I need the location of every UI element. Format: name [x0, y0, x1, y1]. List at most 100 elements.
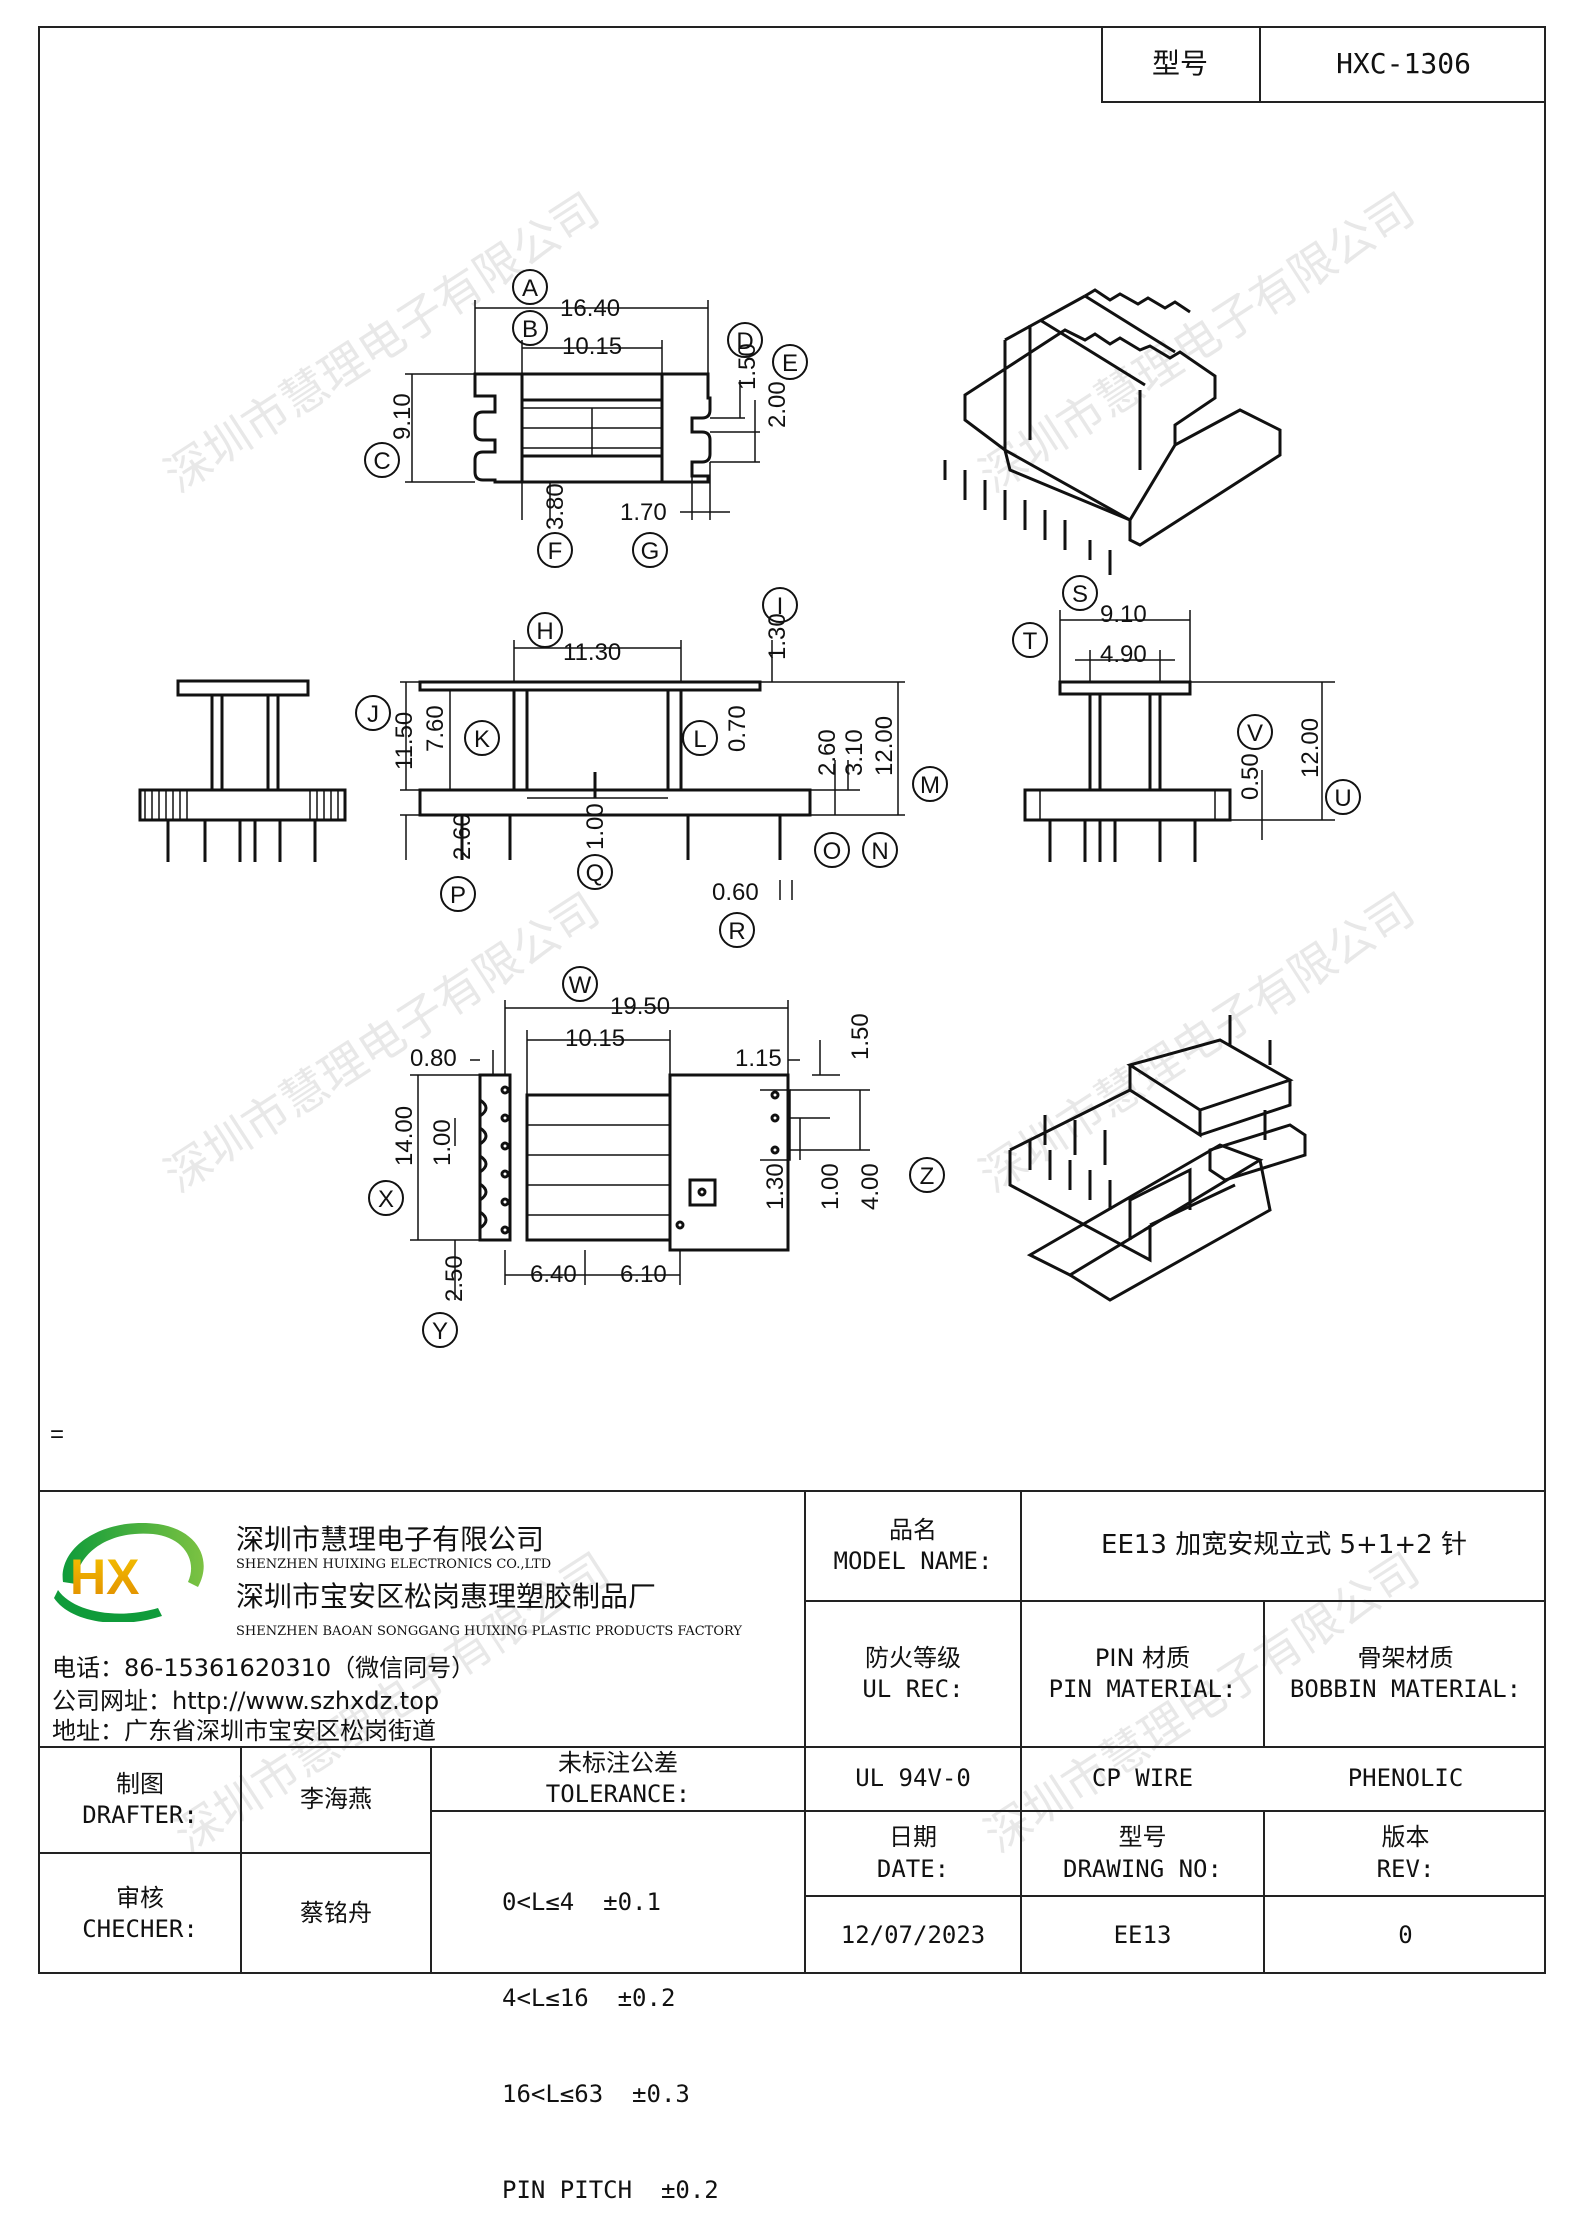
dim-P: 2.60	[449, 813, 476, 860]
svg-text:E: E	[782, 350, 798, 377]
pin-material-label: PIN 材质 PIN MATERIAL:	[1022, 1602, 1263, 1746]
side-view-right	[1023, 680, 1232, 862]
callout-P: P	[440, 876, 476, 912]
side-view-right-dims	[1059, 610, 1335, 840]
bobbin-drawing: 16.40 10.15 9.10 1.50 2.00 3.80 1.70 11.…	[50, 269, 1361, 1448]
bobbin-material-label-en: BOBBIN MATERIAL:	[1289, 1675, 1522, 1703]
dim-O: 2.60	[814, 729, 841, 776]
callout-A: A	[512, 269, 548, 305]
drawing-frame	[38, 26, 1546, 1974]
tb-h1	[804, 1600, 1546, 1602]
header-divider	[1259, 26, 1261, 103]
company-logo: HX	[54, 1522, 204, 1622]
callout-Y: Y	[422, 1312, 458, 1348]
tb-v-col3b	[1263, 1810, 1265, 1974]
tolerance-label-en: TOLERANCE:	[545, 1780, 691, 1808]
svg-text:V: V	[1247, 720, 1263, 747]
checker-label-en: CHECHER:	[82, 1915, 198, 1943]
company-name-en: SHENZHEN HUIXING ELECTRONICS CO.,LTD	[236, 1557, 552, 1572]
svg-text:J: J	[367, 701, 379, 728]
tolerance-label-cn: 未标注公差	[558, 1748, 678, 1777]
callout-R: R	[719, 912, 755, 948]
dim-bottom-left: 6.40	[530, 1261, 577, 1288]
dim-K: 7.60	[422, 705, 449, 752]
drawing-no-label-en: DRAWING NO:	[1063, 1854, 1222, 1883]
title-block-top-rule	[38, 1490, 1546, 1492]
tb-left-h3	[430, 1810, 804, 1812]
svg-text:L: L	[693, 726, 706, 753]
factory-name-cn: 深圳市宝安区松岗惠理塑胶制品厂	[236, 1580, 657, 1613]
callout-T: T	[1012, 622, 1048, 658]
tolerance-list: 0<L≤4 ±0.1 4<L≤16 ±0.2 16<L≤63 ±0.3 PIN …	[502, 1822, 719, 2238]
callout-E: E	[772, 344, 808, 380]
dim-A: 16.40	[560, 295, 620, 322]
dim-D: 1.50	[734, 343, 761, 390]
header-model-label: 型号	[1151, 47, 1208, 81]
iso-view-bottom	[1008, 1015, 1307, 1302]
callout-L: L	[682, 720, 718, 756]
rev-label-en: REV:	[1376, 1854, 1435, 1883]
svg-text:N: N	[871, 838, 888, 865]
tb-v-col3a	[1263, 1600, 1265, 1746]
header-model-value: HXC-1306	[1336, 47, 1471, 81]
drafter-value: 李海燕	[300, 1785, 372, 1814]
pin-material-label-cn: PIN 材质	[1094, 1643, 1191, 1672]
svg-text:P: P	[450, 882, 466, 909]
svg-text:K: K	[474, 726, 490, 753]
dim-W-inner: 10.15	[565, 1025, 625, 1052]
dim-W: 19.50	[610, 993, 670, 1020]
drawing-no-label: 型号 DRAWING NO:	[1022, 1812, 1263, 1895]
bobbin-material-label-cn: 骨架材质	[1357, 1643, 1454, 1672]
date-label-cn: 日期	[889, 1823, 937, 1852]
dim-C: 9.10	[389, 393, 416, 440]
callout-M: M	[912, 766, 948, 802]
bottom-view-dims	[410, 1000, 870, 1300]
dim-Z-pitch-b: 1.00	[817, 1163, 844, 1210]
callout-H: H	[527, 612, 563, 648]
dim-Z-pitch-a: 1.30	[762, 1163, 789, 1210]
dim-N: 3.10	[841, 729, 868, 776]
callout-X: X	[368, 1180, 404, 1216]
tb-left-v1	[240, 1746, 242, 1974]
dim-X: 14.00	[391, 1106, 418, 1166]
ul-rec-label: 防火等级 UL REC:	[806, 1602, 1020, 1746]
tb-left-h2	[38, 1852, 430, 1854]
dim-Q: 1.00	[582, 803, 609, 850]
callout-Z: Z	[909, 1157, 945, 1193]
svg-text:D: D	[736, 328, 753, 355]
svg-text:U: U	[1334, 785, 1351, 812]
top-view	[473, 372, 712, 484]
tolerance-row: PIN PITCH ±0.2	[502, 2176, 719, 2204]
ul-rec-value: UL 94V-0	[855, 1764, 971, 1793]
dim-right-pad: 1.15	[735, 1045, 782, 1072]
front-view-dims	[400, 640, 905, 900]
svg-text:T: T	[1023, 628, 1038, 655]
company-address: 地址：广东省深圳市宝安区松岗街道	[52, 1717, 436, 1745]
svg-text:A: A	[522, 275, 538, 302]
tolerance-row: 4<L≤16 ±0.2	[502, 1984, 676, 2012]
date-value: 12/07/2023	[840, 1920, 986, 1949]
callout-N: N	[862, 832, 898, 868]
front-view	[418, 680, 812, 860]
drafter-label-en: DRAFTER:	[82, 1801, 198, 1829]
callout-D: D	[727, 322, 763, 358]
dim-Z: 4.00	[857, 1163, 884, 1210]
tb-h3	[804, 1810, 1546, 1812]
svg-text:C: C	[373, 448, 390, 475]
callout-K: K	[464, 720, 500, 756]
dim-F: 3.80	[542, 483, 569, 530]
svg-text:X: X	[378, 1186, 394, 1213]
dim-left-pad: 0.80	[410, 1045, 457, 1072]
dim-G: 1.70	[620, 499, 667, 526]
checker-label-cn: 审核	[116, 1883, 164, 1912]
checker-value: 蔡铭舟	[300, 1899, 372, 1928]
callout-C: C	[364, 442, 400, 478]
dimension-labels: 16.40 10.15 9.10 1.50 2.00 3.80 1.70 11.…	[389, 295, 1324, 1302]
callout-U: U	[1325, 779, 1361, 815]
factory-name-en: SHENZHEN BAOAN SONGGANG HUIXING PLASTIC …	[236, 1624, 742, 1639]
callout-Q: Q	[577, 854, 613, 890]
tolerance-label: 未标注公差 TOLERANCE:	[432, 1748, 804, 1810]
tolerance-row: 0<L≤4 ±0.1	[502, 1888, 661, 1916]
callout-B: B	[512, 310, 548, 346]
dim-Y: 2.50	[441, 1255, 468, 1302]
